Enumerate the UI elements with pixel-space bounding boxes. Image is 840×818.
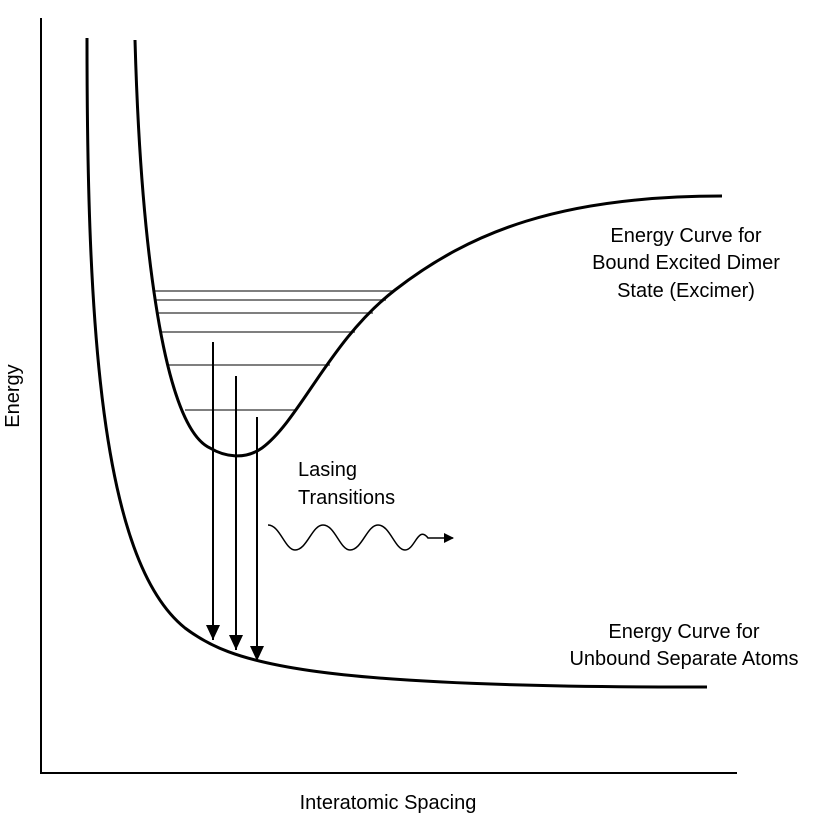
lasing-label-line: Transitions (298, 487, 395, 509)
photon-wave-icon (267, 524, 454, 551)
y-axis-label: Energy (2, 364, 24, 427)
lasing-transition-arrows (206, 342, 264, 661)
excimer-label-line: Energy Curve for (610, 225, 762, 247)
lasing-label-line: Lasing (298, 459, 357, 481)
x-axis-label: Interatomic Spacing (300, 792, 477, 814)
excimer-label-line: Bound Excited Dimer (592, 252, 780, 274)
unbound-label-line: Energy Curve for (608, 621, 760, 643)
excimer-label-line: State (Excimer) (617, 280, 755, 302)
unbound-atoms-curve (85, 37, 708, 689)
vibrational-levels (155, 290, 395, 411)
unbound-label-line: Unbound Separate Atoms (569, 648, 798, 670)
excimer-curve (133, 39, 723, 458)
